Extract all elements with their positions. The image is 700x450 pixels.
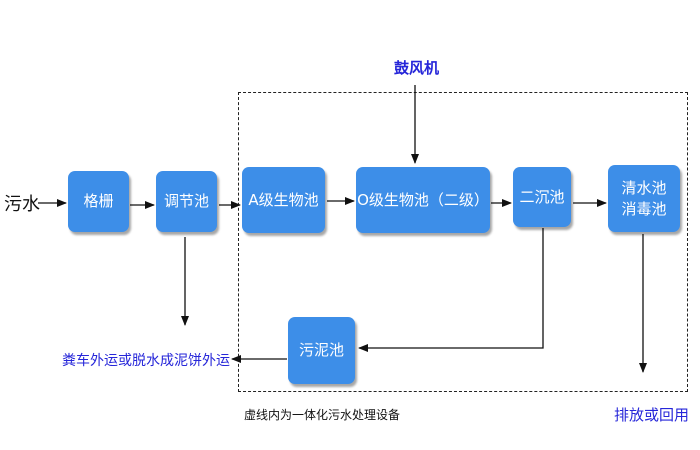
sludge-tank-label: 污泥池 (298, 341, 344, 359)
boundary-note-label: 虚线内为一体化污水处理设备 (244, 408, 401, 422)
a-biological-tank-label: A级生物池 (248, 190, 319, 209)
wastewater-label: 污水 (4, 194, 40, 215)
secondary-clarifier-label: 二沉池 (519, 187, 565, 206)
equalization-tank-label: 调节池 (163, 192, 209, 210)
o-biological-tank-box: O级生物池（二级） (356, 167, 490, 233)
o-biological-tank-label: O级生物池（二级） (357, 190, 489, 209)
a-biological-tank-box: A级生物池 (242, 167, 325, 233)
clear-disinfection-tank-box: 清水池 消毒池 (608, 165, 680, 232)
discharge-label: 排放或回用 (614, 406, 690, 424)
screen-box: 格栅 (68, 171, 129, 232)
disinfection-tank-label: 消毒池 (621, 199, 667, 218)
sludge-disposal-label: 粪车外运或脱水成泥饼外运 (62, 353, 230, 369)
secondary-clarifier-box: 二沉池 (513, 167, 571, 227)
screen-label: 格栅 (83, 192, 114, 210)
sludge-tank-box: 污泥池 (288, 317, 355, 384)
arrow-clarifier-to-sludge (358, 228, 544, 352)
equalization-tank-box: 调节池 (156, 171, 217, 232)
clear-tank-label: 清水池 (621, 178, 667, 197)
blower-label: 鼓风机 (394, 59, 440, 77)
integrated-equipment-boundary (238, 92, 688, 392)
